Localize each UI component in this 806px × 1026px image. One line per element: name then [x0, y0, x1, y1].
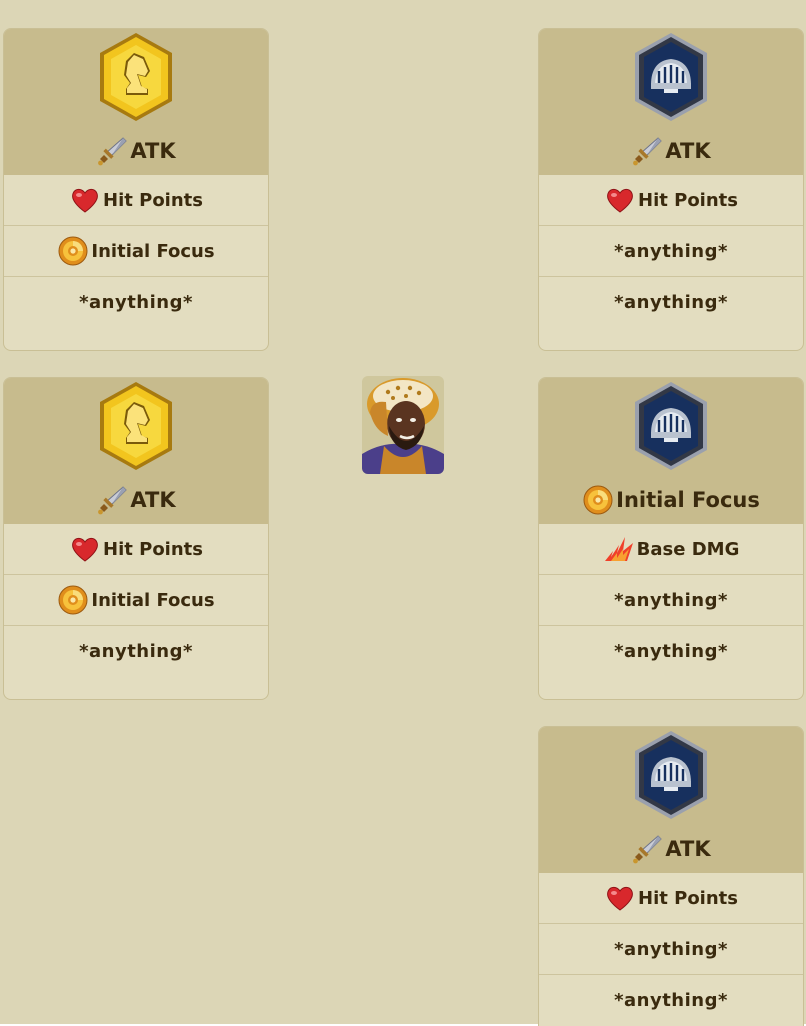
helmet-icon	[635, 33, 707, 121]
card-header: ATK	[539, 727, 803, 873]
substat-label: *anything*	[614, 938, 728, 960]
substat-row: Hit Points	[4, 524, 268, 574]
card-header: Initial Focus	[539, 378, 803, 524]
main-stat-label: Initial Focus	[616, 488, 760, 512]
sword-icon	[96, 135, 130, 167]
substat-label: *anything*	[79, 291, 193, 313]
focus-icon	[582, 484, 616, 516]
card-header: ATK	[4, 29, 268, 175]
card-header: ATK	[4, 378, 268, 524]
helmet-icon	[635, 731, 707, 819]
substat-label: *anything*	[614, 640, 728, 662]
main-stat-label: ATK	[130, 139, 176, 163]
substat-label: Hit Points	[638, 887, 738, 909]
sword-icon	[96, 484, 130, 516]
substat-row: *anything*	[539, 625, 803, 676]
substat-row: *anything*	[539, 225, 803, 276]
flame-icon	[603, 533, 637, 565]
substat-row: Initial Focus	[4, 225, 268, 276]
substat-row: *anything*	[539, 923, 803, 974]
gear-card-bottom-right[interactable]: ATK Hit Points *anything* *anything*	[538, 726, 804, 1026]
substat-row: *anything*	[539, 276, 803, 327]
main-stat: ATK	[539, 833, 803, 865]
gear-card-top-right[interactable]: ATK Hit Points *anything* *anything*	[538, 28, 804, 351]
substat-label: *anything*	[614, 589, 728, 611]
substat-row: Hit Points	[4, 175, 268, 225]
main-stat: Initial Focus	[539, 484, 803, 516]
knight-icon	[100, 382, 172, 470]
substat-label: Initial Focus	[91, 240, 215, 262]
substat-row: *anything*	[539, 574, 803, 625]
main-stat: ATK	[539, 135, 803, 167]
substat-label: *anything*	[79, 640, 193, 662]
hero-portrait-icon[interactable]	[362, 376, 444, 474]
main-stat: ATK	[4, 484, 268, 516]
substat-row: Hit Points	[539, 175, 803, 225]
heart-icon	[604, 184, 638, 216]
sword-icon	[631, 833, 665, 865]
substat-label: Initial Focus	[91, 589, 215, 611]
gear-card-top-left[interactable]: ATK Hit Points Initial Focus *anything*	[3, 28, 269, 351]
substat-label: *anything*	[614, 291, 728, 313]
main-stat: ATK	[4, 135, 268, 167]
substat-label: *anything*	[614, 240, 728, 262]
main-stat-label: ATK	[665, 139, 711, 163]
heart-icon	[69, 533, 103, 565]
gear-card-mid-left[interactable]: ATK Hit Points Initial Focus *anything*	[3, 377, 269, 700]
substat-row: Base DMG	[539, 524, 803, 574]
main-stat-label: ATK	[665, 837, 711, 861]
substat-row: *anything*	[539, 974, 803, 1025]
sword-icon	[631, 135, 665, 167]
focus-icon	[57, 235, 91, 267]
main-stat-label: ATK	[130, 488, 176, 512]
substat-label: Hit Points	[103, 189, 203, 211]
substat-row: Hit Points	[539, 873, 803, 923]
helmet-icon	[635, 382, 707, 470]
focus-icon	[57, 584, 91, 616]
substat-row: Initial Focus	[4, 574, 268, 625]
heart-icon	[604, 882, 638, 914]
substat-label: Base DMG	[636, 538, 740, 560]
gear-card-mid-right[interactable]: Initial Focus Base DMG *anything* *anythin…	[538, 377, 804, 700]
knight-icon	[100, 33, 172, 121]
substat-row: *anything*	[4, 276, 268, 327]
substat-label: Hit Points	[638, 189, 738, 211]
substat-row: *anything*	[4, 625, 268, 676]
heart-icon	[69, 184, 103, 216]
substat-label: *anything*	[614, 989, 728, 1011]
card-header: ATK	[539, 29, 803, 175]
substat-label: Hit Points	[103, 538, 203, 560]
